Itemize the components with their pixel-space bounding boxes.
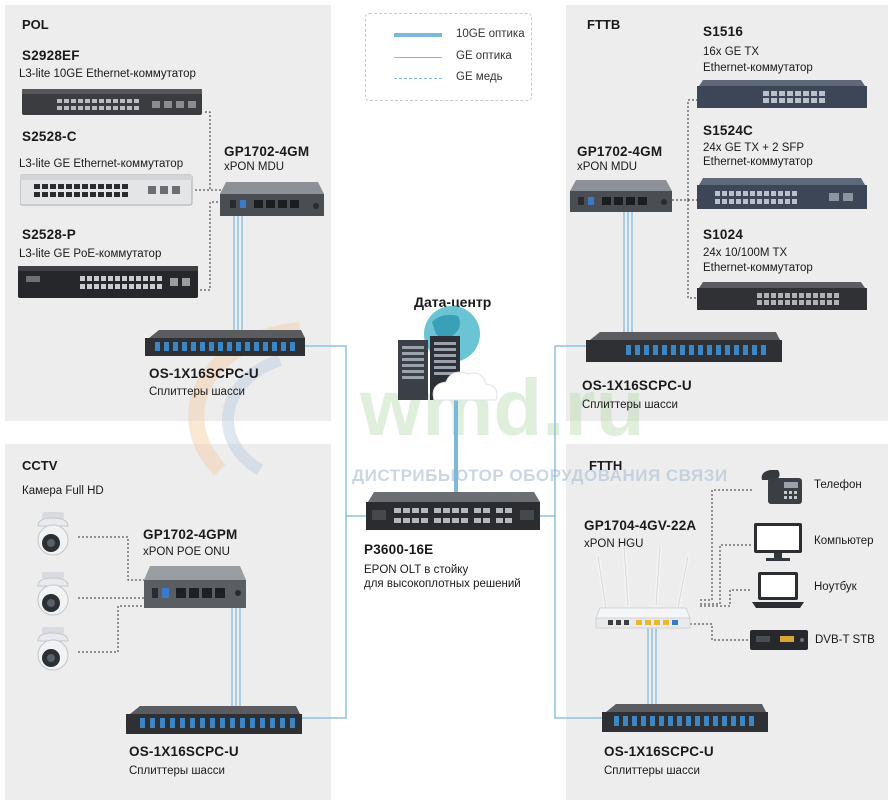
pol-mdu-device-icon (220, 182, 324, 216)
ftth-hgu-desc: xPON HGU (584, 538, 644, 550)
s1516-desc2: Ethernet-коммутатор (703, 62, 813, 74)
ftth-splitter-chassis-icon (602, 704, 768, 732)
fttb-splitter-model: OS-1X16SCPC-U (582, 378, 692, 393)
s2528c-desc: L3-lite GE Ethernet-коммутатор (19, 158, 184, 170)
fttb-splitter-chassis-icon (586, 332, 782, 362)
s2928ef-desc: L3-lite 10GE Ethernet-коммутатор (19, 68, 196, 80)
ftth-hgu-model: GP1704-4GV-22A (584, 518, 697, 533)
pol-splitter-model: OS-1X16SCPC-U (149, 366, 259, 381)
cctv-onu-device-icon (144, 566, 246, 608)
cctv-splitter-chassis-icon (126, 706, 302, 734)
s1024-desc1: 24x 10/100M TX (703, 247, 788, 259)
stb-icon (750, 630, 808, 650)
datacenter-icon (398, 306, 498, 401)
camera-icon-1 (37, 512, 69, 556)
fttb-mdu-desc: xPON MDU (577, 161, 638, 173)
s2528p-switch-icon (18, 266, 198, 298)
legend: 10GE оптика GE оптика GE медь (365, 13, 532, 101)
ftth-splitter-desc: Сплиттеры шасси (604, 765, 700, 777)
pol-splitter-chassis-icon (145, 330, 305, 356)
s2528p-desc: L3-lite GE PoE-коммутатор (19, 248, 162, 260)
olt-desc-line1: EPON OLT в стойку (364, 564, 469, 576)
phone-icon (761, 470, 802, 504)
s2928ef-model: S2928EF (22, 48, 80, 63)
ftth-title: FTTH (589, 458, 623, 473)
camera-icon-3 (37, 627, 69, 671)
stb-label: DVB-T STB (815, 634, 875, 646)
s2528p-model: S2528-P (22, 227, 76, 242)
cctv-onu-model: GP1702-4GPM (143, 527, 238, 542)
s1524c-desc1: 24x GE TX + 2 SFP (703, 142, 805, 154)
datacenter-label: Дата-центр (414, 294, 492, 310)
s1024-model: S1024 (703, 227, 744, 242)
s1024-switch-icon (697, 282, 867, 310)
s1516-model: S1516 (703, 24, 744, 39)
s2528c-switch-icon (20, 174, 193, 206)
pol-mdu-model: GP1702-4GM (224, 144, 310, 159)
camera-label: Камера Full HD (22, 485, 104, 497)
fttb-mdu-device-icon (570, 180, 672, 212)
s2928ef-switch-icon (22, 89, 202, 115)
s1516-desc1: 16x GE TX (703, 46, 760, 58)
olt-model: P3600-16E (364, 542, 434, 557)
cctv-splitter-desc: Сплиттеры шасси (129, 765, 225, 777)
s2528c-model: S2528-C (22, 129, 77, 144)
laptop-icon (752, 572, 804, 608)
camera-icon-2 (37, 572, 69, 616)
computer-label: Компьютер (814, 535, 874, 547)
s1524c-desc2: Ethernet-коммутатор (703, 156, 813, 168)
cctv-title: CCTV (22, 458, 58, 473)
hgu-router-icon (595, 546, 691, 629)
olt-p3600-16e-icon (366, 492, 540, 530)
olt-desc-line2: для высокоплотных решений (364, 578, 521, 590)
pol-mdu-desc: xPON MDU (224, 161, 285, 173)
watermark-tagline: ДИСТРИБЬЮТОР ОБОРУДОВАНИЯ СВЯЗИ (352, 466, 728, 485)
cctv-splitter-model: OS-1X16SCPC-U (129, 744, 239, 759)
pol-title: POL (22, 17, 49, 32)
fttb-mdu-model: GP1702-4GM (577, 144, 663, 159)
fttb-splitter-desc: Сплиттеры шасси (582, 399, 678, 411)
pol-splitter-desc: Сплиттеры шасси (149, 386, 245, 398)
s1524c-model: S1524C (703, 123, 753, 138)
s1024-desc2: Ethernet-коммутатор (703, 262, 813, 274)
laptop-label: Ноутбук (814, 581, 857, 593)
computer-icon (754, 523, 802, 561)
cctv-onu-desc: xPON POE ONU (143, 546, 230, 558)
s1516-switch-icon (697, 80, 867, 108)
fttb-title: FTTB (587, 17, 621, 32)
phone-label: Телефон (814, 479, 862, 491)
cctv-panel (5, 444, 331, 800)
s1524c-switch-icon (697, 178, 867, 209)
ftth-splitter-model: OS-1X16SCPC-U (604, 744, 714, 759)
